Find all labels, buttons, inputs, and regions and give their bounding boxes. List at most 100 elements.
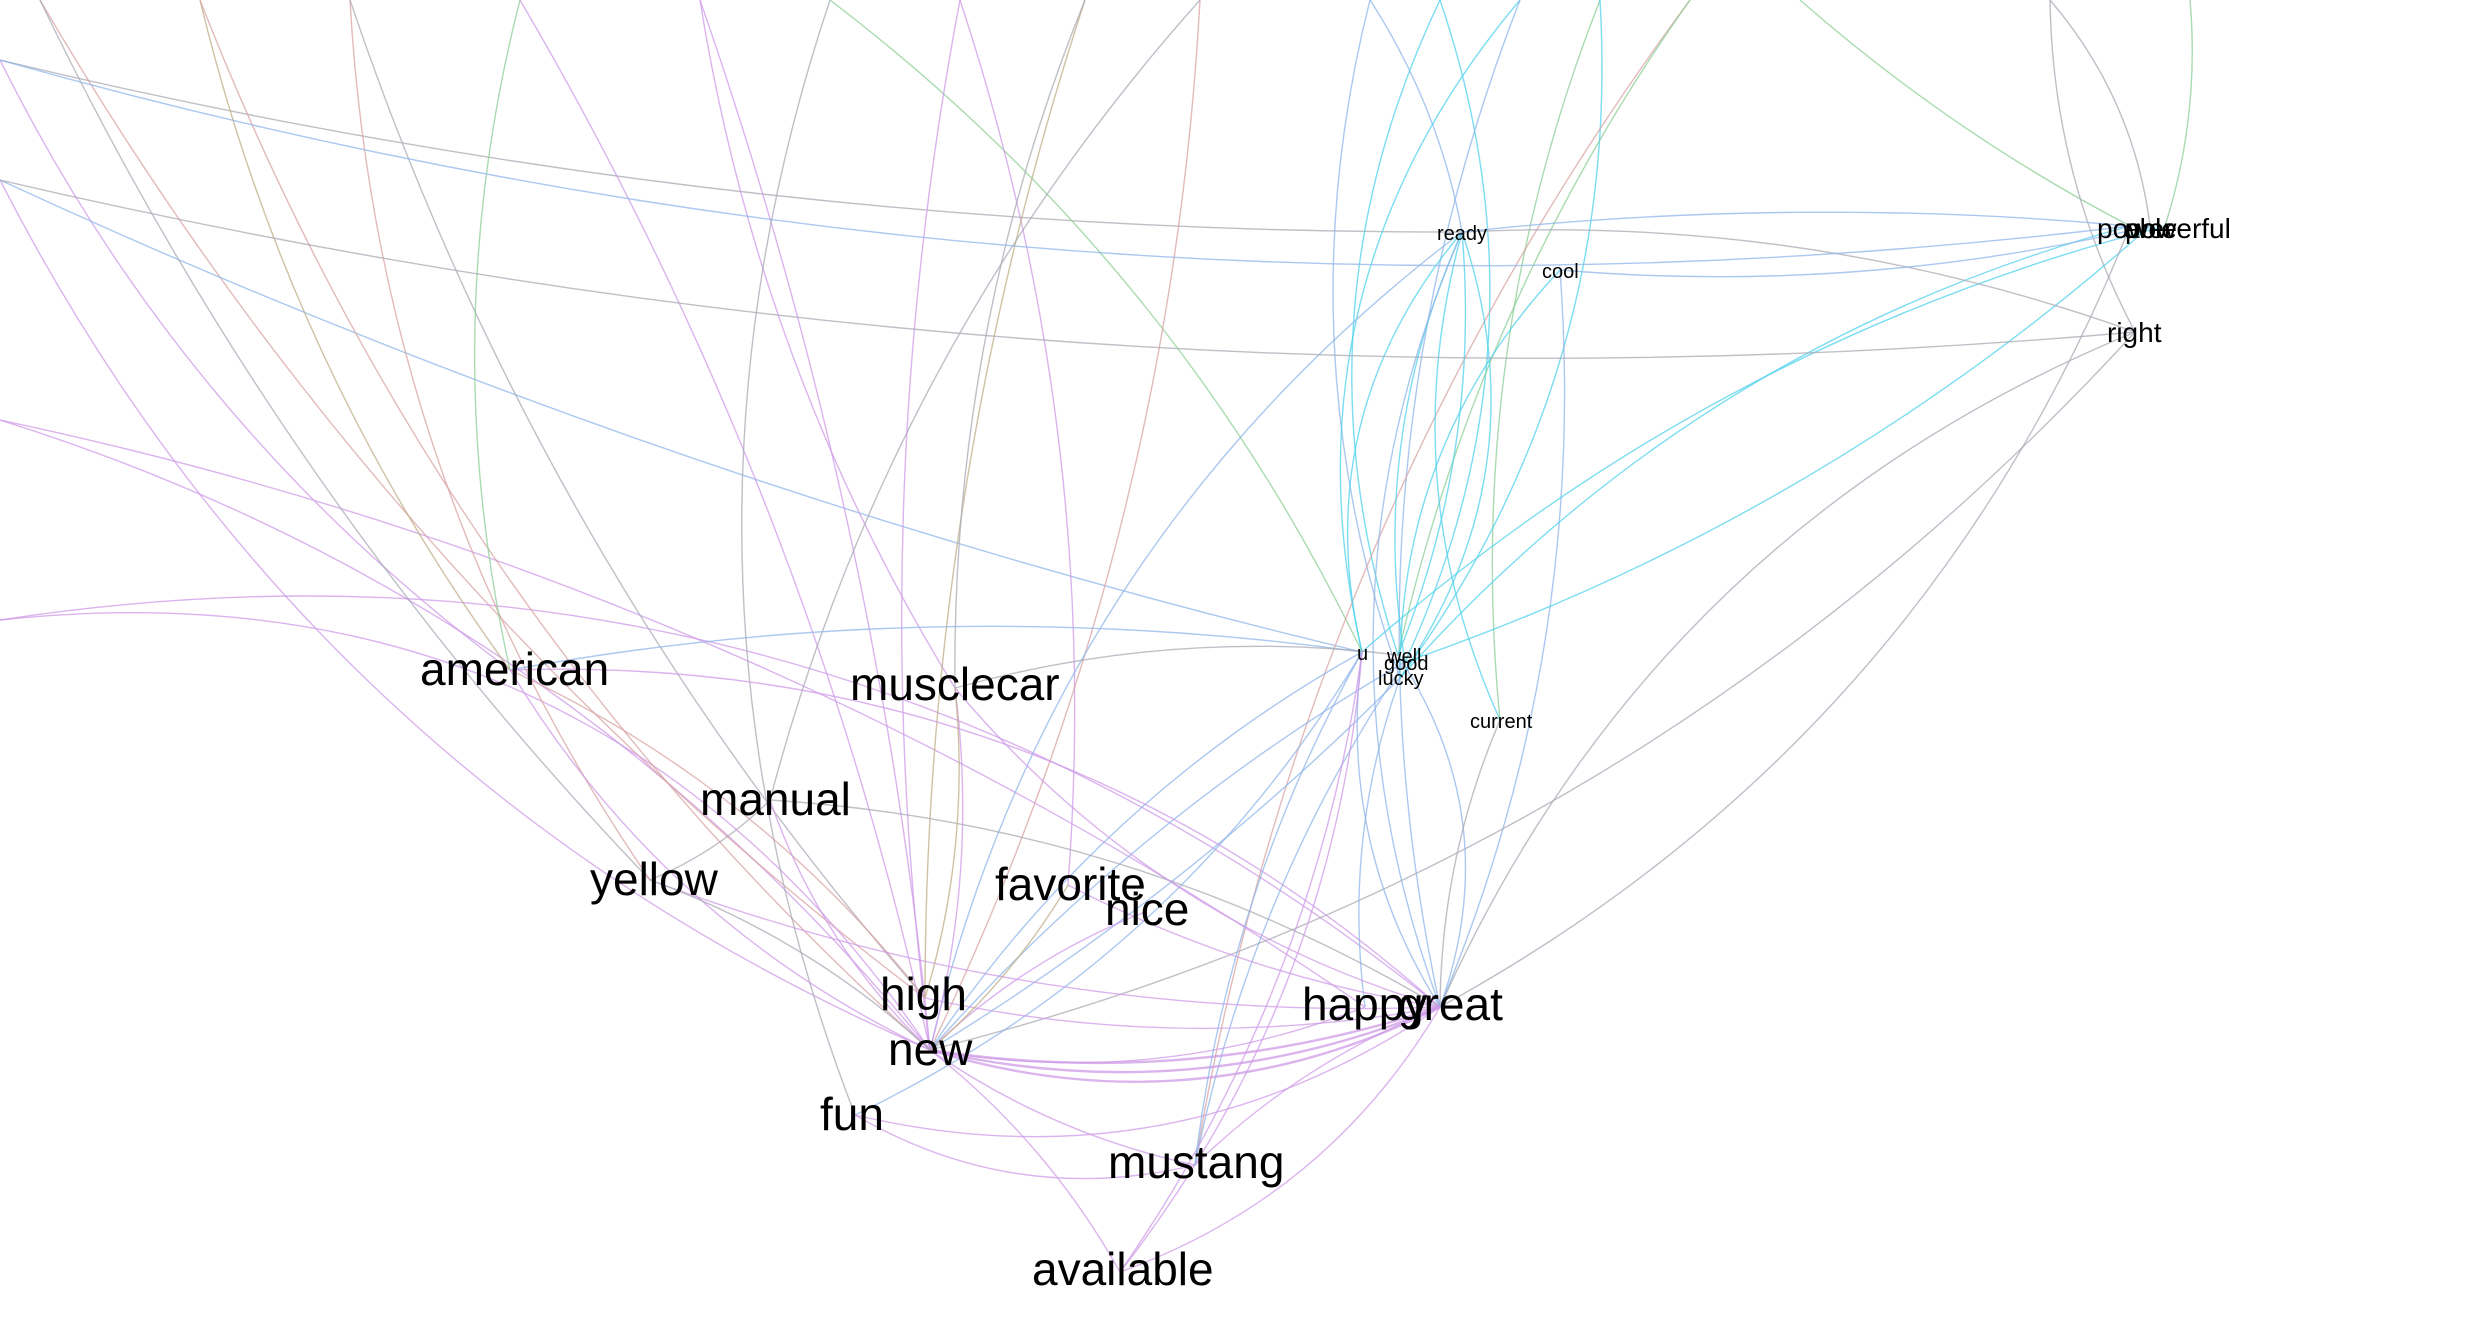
edge-t4-musclecar bbox=[699, 0, 956, 689]
edge-current-great bbox=[1439, 719, 1501, 1008]
edge-t2-high bbox=[349, 0, 926, 999]
edge-tl5-new bbox=[0, 611, 931, 1051]
edge-u-american bbox=[509, 625, 1363, 671]
node-manual: manual bbox=[700, 773, 851, 825]
edge-t12-lucky bbox=[1399, 0, 1603, 679]
node-able: able bbox=[2124, 213, 2177, 244]
edge-manual-new bbox=[769, 799, 931, 1051]
edge-tl2-power bbox=[0, 59, 2131, 267]
edge-lucky-new bbox=[929, 677, 1401, 1051]
node-happy: happy bbox=[1302, 978, 1427, 1030]
edge-t3-american bbox=[473, 0, 521, 671]
edge-tl1-u bbox=[0, 179, 1363, 653]
edge-ready-current bbox=[1434, 231, 1501, 721]
edge-u-new bbox=[929, 651, 1363, 1051]
edge-t11-u bbox=[1339, 0, 1521, 653]
edge-t7-high bbox=[924, 0, 1086, 999]
node-powerful: powerful bbox=[2125, 213, 2231, 244]
edge-well-musclecar bbox=[954, 645, 1399, 689]
edge-high-great bbox=[924, 997, 1441, 1030]
edge-t14-power bbox=[1799, 0, 2131, 227]
edge-fun-great bbox=[854, 1006, 1441, 1138]
edge-u-fun bbox=[854, 651, 1363, 1116]
edge-yellow-great bbox=[649, 879, 1441, 1010]
node-current: current bbox=[1470, 711, 1533, 733]
edge-tl5-great bbox=[0, 595, 1441, 1008]
node-fun: fun bbox=[820, 1088, 884, 1140]
edge-t10-well bbox=[1351, 0, 1441, 656]
edge-t8-new bbox=[929, 0, 1201, 1051]
edge-u-available bbox=[1119, 651, 1363, 1273]
edge-t5-fun bbox=[741, 0, 856, 1116]
node-ready: ready bbox=[1437, 223, 1487, 245]
edge-good-new bbox=[929, 661, 1406, 1051]
edge-power-ready bbox=[1461, 211, 2131, 233]
node-high: high bbox=[880, 968, 967, 1020]
edge-new-great bbox=[929, 1005, 1441, 1083]
node-available: available bbox=[1032, 1243, 1214, 1295]
edge-t10-good bbox=[1404, 0, 1491, 663]
edge-musclecar-new bbox=[929, 687, 964, 1051]
edge-well-great bbox=[1397, 654, 1467, 1008]
edge-power-lucky bbox=[1399, 225, 2131, 679]
edge-cool-lucky bbox=[1399, 269, 1561, 679]
node-well: well bbox=[1386, 646, 1421, 668]
edge-t15-able bbox=[2049, 0, 2151, 227]
edge-new-great bbox=[929, 1005, 1441, 1065]
edge-new-available bbox=[929, 1049, 1121, 1273]
edge-t16-powerful bbox=[2164, 0, 2193, 227]
edge-t5-u bbox=[829, 0, 1363, 653]
node-american: american bbox=[420, 643, 609, 695]
edge-high-american bbox=[509, 669, 926, 999]
edge-ready-u bbox=[1346, 231, 1463, 653]
edge-musclecar-great bbox=[954, 687, 1441, 1008]
edge-right-great bbox=[1439, 331, 2136, 1008]
label-layer: american musclecar manual yellow favorit… bbox=[420, 213, 2231, 1295]
edge-cool-great bbox=[1439, 269, 1566, 1008]
node-musclecar: musclecar bbox=[850, 658, 1060, 710]
edge-available-u bbox=[1119, 651, 1363, 1273]
edge-mustang-great bbox=[1194, 1006, 1441, 1166]
edge-t11-great bbox=[1398, 0, 1521, 1008]
edge-american-great bbox=[509, 668, 1441, 1008]
edge-ready-lucky bbox=[1399, 231, 1492, 679]
edge-yellow-manual bbox=[649, 799, 771, 881]
edge-tl4-yellow bbox=[39, 0, 651, 881]
edge-t7-musclecar bbox=[954, 0, 1086, 689]
edge-t2-yellow bbox=[349, 0, 651, 881]
edge-tl4-high bbox=[39, 0, 926, 999]
edge-t13-mustang bbox=[1194, 0, 1691, 1166]
edge-t13-well bbox=[1397, 0, 1691, 656]
edge-tl1-new bbox=[0, 179, 931, 1051]
node-good: good bbox=[1384, 653, 1429, 675]
edge-ready-well bbox=[1397, 231, 1467, 656]
edge-t9-lucky bbox=[1332, 0, 1401, 679]
edge-t8-manual bbox=[769, 0, 1201, 801]
edge-new-happy bbox=[929, 1006, 1366, 1064]
edge-manual-great bbox=[769, 799, 1441, 1008]
node-nice: nice bbox=[1105, 883, 1189, 935]
node-cool: cool bbox=[1542, 261, 1579, 283]
edge-tl2-ready bbox=[0, 59, 1463, 233]
edge-t4-new bbox=[699, 0, 931, 1051]
node-favorite: favorite bbox=[995, 858, 1146, 910]
edge-t6-favorite bbox=[959, 0, 1076, 886]
edge-layer bbox=[0, 0, 2193, 1273]
node-new: new bbox=[888, 1023, 973, 1075]
edge-yellow-new bbox=[649, 879, 931, 1051]
edge-powerful-u bbox=[1361, 225, 2166, 653]
edge-tl3-new bbox=[0, 419, 931, 1051]
edge-able-good bbox=[1404, 225, 2151, 663]
edge-t1-new bbox=[199, 0, 931, 1051]
edge-new-great bbox=[929, 1005, 1441, 1074]
node-great: great bbox=[1398, 978, 1503, 1030]
node-mustang: mustang bbox=[1108, 1136, 1284, 1188]
edge-power-great bbox=[1439, 225, 2131, 1008]
edge-t6-new bbox=[900, 0, 961, 1051]
edge-right-new bbox=[929, 331, 2136, 1051]
edge-ready-great bbox=[1372, 231, 1463, 1008]
node-u: u bbox=[1357, 643, 1368, 665]
node-yellow: yellow bbox=[590, 853, 719, 905]
edge-available-great bbox=[1119, 1006, 1441, 1273]
